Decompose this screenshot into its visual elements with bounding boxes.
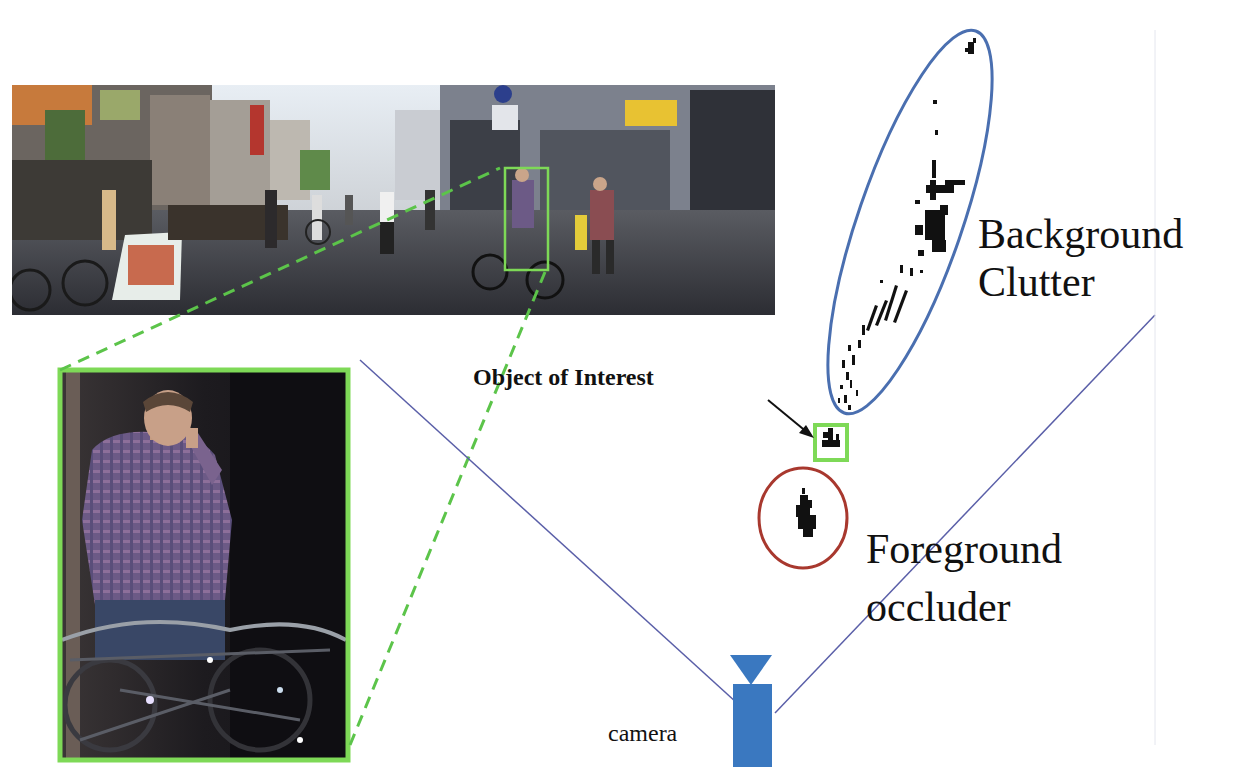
region-label: Foreground occluder xyxy=(866,520,1126,636)
pointer-label: Object of Interest xyxy=(473,362,793,392)
selection-box xyxy=(505,168,548,270)
point-cloud xyxy=(796,38,976,537)
pointer-arrowhead xyxy=(799,425,814,438)
object-box xyxy=(815,425,847,460)
panel-edge xyxy=(1155,30,1156,745)
field-of-view-line xyxy=(360,360,748,713)
foreground-ellipse xyxy=(759,468,847,568)
pointer-arrow xyxy=(768,400,808,433)
field-of-view-line xyxy=(775,315,1155,713)
street-photo xyxy=(12,85,775,315)
camera-body xyxy=(733,684,772,767)
camera-lens xyxy=(730,655,772,685)
zoomed-crop xyxy=(62,372,346,758)
zoom-leader xyxy=(350,272,545,745)
zoom-frame xyxy=(60,370,348,760)
region-label: Background Clutter xyxy=(978,210,1238,306)
device-label: camera xyxy=(608,718,728,748)
zoom-leader xyxy=(60,168,500,370)
